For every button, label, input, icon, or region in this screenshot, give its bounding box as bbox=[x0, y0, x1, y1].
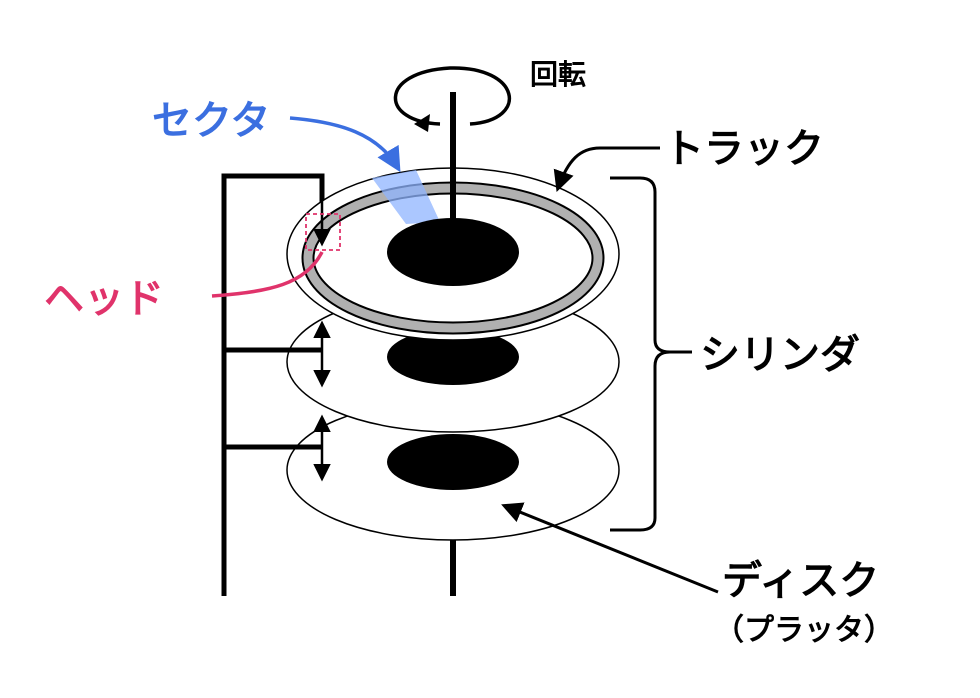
sector-pointer bbox=[289, 116, 401, 173]
cylinder-label: シリンダ bbox=[700, 332, 860, 378]
track-pointer bbox=[553, 146, 660, 192]
sector-label: セクタ bbox=[152, 98, 270, 144]
rotation-label: 回転 bbox=[530, 58, 586, 91]
head-pointer bbox=[211, 251, 324, 298]
cylinder-brace bbox=[610, 176, 692, 532]
rotation-arrow bbox=[393, 66, 512, 126]
head-highlight-box bbox=[305, 213, 341, 251]
hub-top bbox=[387, 218, 519, 286]
track-label: トラック bbox=[664, 126, 824, 172]
sector-wedge bbox=[372, 170, 440, 224]
disk-label: ディスク bbox=[722, 558, 879, 604]
disk-bottom bbox=[286, 399, 620, 541]
disk-pointer bbox=[501, 502, 719, 594]
platter-label: （プラッタ） bbox=[714, 613, 894, 648]
head-label: ヘッド bbox=[44, 276, 164, 322]
